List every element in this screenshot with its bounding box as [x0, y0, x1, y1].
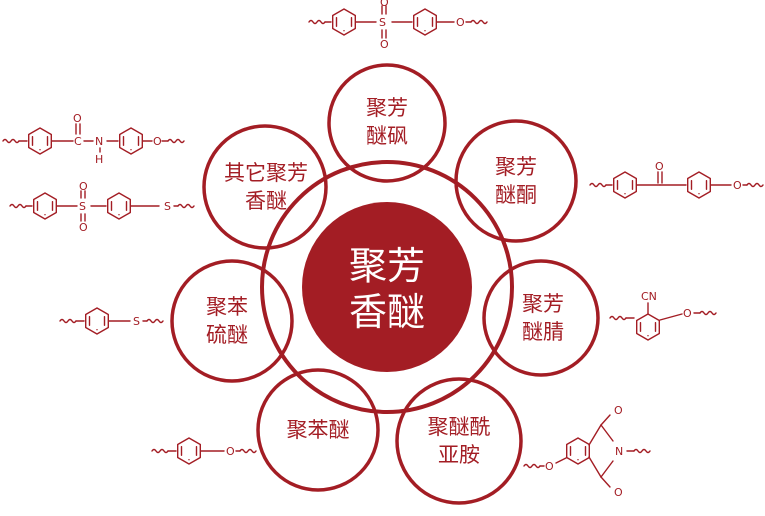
atom-o: O [545, 460, 554, 473]
node-other-label-line1: 其它聚芳 [224, 161, 308, 185]
node-pps-label-line2: 硫醚 [206, 323, 248, 347]
node-peek-label-line2: 醚酮 [495, 183, 537, 207]
node-pen-circle [482, 259, 600, 377]
atom-o: O [153, 135, 162, 148]
atom-o: O [380, 38, 389, 51]
atom-o: O [456, 16, 465, 29]
node-peek-circle [454, 119, 578, 243]
node-pen-label-line2: 醚腈 [522, 320, 564, 344]
center-label-line2: 香醚 [349, 290, 425, 334]
atom-h: H [95, 153, 103, 166]
center-label-line1: 聚芳 [349, 244, 425, 288]
atom-o: O [683, 307, 692, 320]
node-ppo-label-line1: 聚苯醚 [287, 418, 350, 442]
atom-o: O [380, 0, 389, 9]
structure-sulfide [59, 307, 164, 335]
atom-c: C [74, 135, 82, 148]
node-psu-label-line1: 聚芳 [366, 96, 408, 120]
node-psu-circle [327, 63, 447, 183]
structure-sulfone-sulfide [9, 190, 195, 222]
node-pps-label-line1: 聚苯 [206, 295, 248, 319]
atom-s: S [379, 16, 386, 29]
atom-n: N [95, 135, 103, 148]
node-other-circle [202, 124, 328, 250]
atom-o: O [614, 486, 623, 499]
node-other-label-line2: 香醚 [245, 189, 287, 213]
atom-s: S [133, 315, 140, 328]
node-pei-label-line1: 聚醚酰 [428, 415, 491, 439]
node-pen-label-line1: 聚芳 [522, 292, 564, 316]
node-peek-label-line1: 聚芳 [495, 155, 537, 179]
atom-n: N [615, 445, 623, 458]
structure-ketone [589, 171, 764, 199]
atom-o: O [79, 180, 88, 193]
node-pps-circle [170, 259, 294, 383]
node-pei-label-line2: 亚胺 [438, 443, 480, 467]
atom-o: O [73, 112, 82, 125]
node-ppo-circle [256, 368, 380, 492]
structure-phenylene-oxide [151, 437, 257, 465]
circle-layout [170, 63, 600, 505]
atom-o: O [79, 221, 88, 234]
atom-o: O [226, 445, 235, 458]
center-circle [302, 202, 472, 372]
structure-imide [523, 414, 651, 488]
atom-cn: CN [641, 290, 657, 303]
atom-s: S [164, 200, 171, 213]
structure-sulfone [308, 5, 488, 39]
atom-o: O [733, 179, 742, 192]
atom-o: O [614, 404, 623, 417]
outer-ring [260, 160, 514, 414]
node-pei-circle [395, 377, 523, 505]
atom-o: O [655, 160, 664, 173]
atom-s: S [79, 200, 86, 213]
node-psu-label-line2: 醚砜 [366, 124, 408, 148]
structure-amide [2, 123, 185, 155]
structure-nitrile [609, 302, 717, 341]
